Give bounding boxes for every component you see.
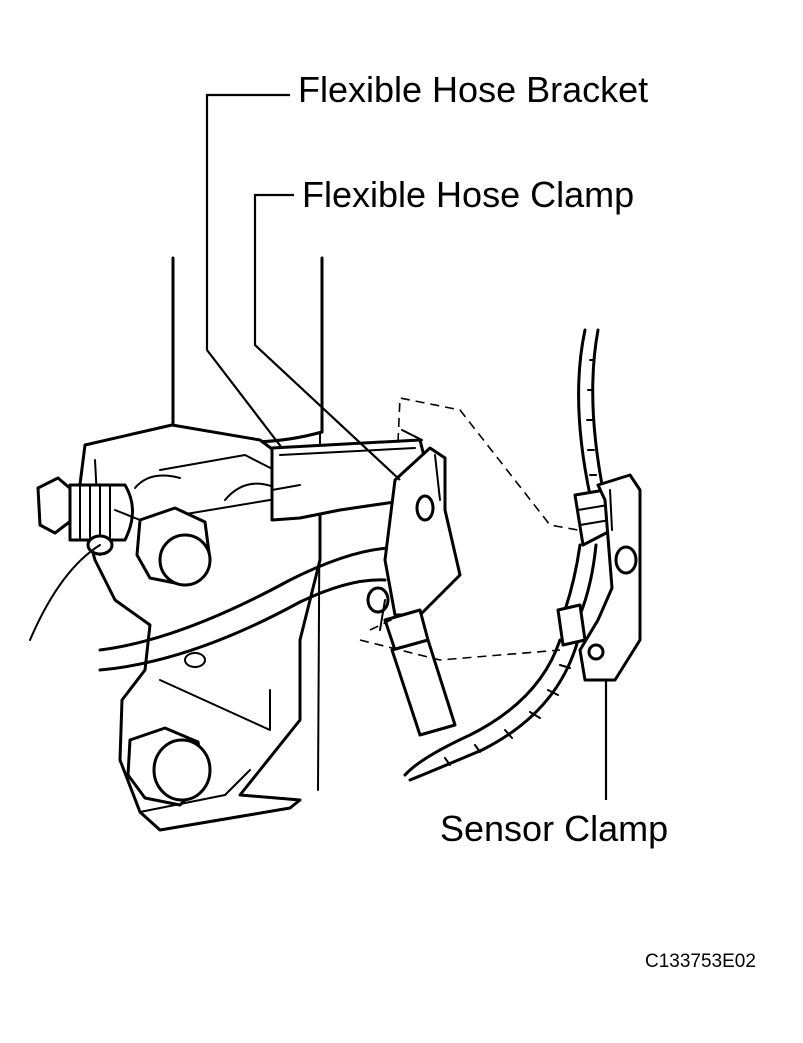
sensor-wire [403,328,606,782]
leader-lines [205,93,608,800]
sensor-grommets [556,488,614,647]
lower-bolt [126,726,212,807]
hose-fitting [379,599,457,737]
upper-bolt [114,506,212,587]
sensor-clamp-label: Sensor Clamp [440,808,669,849]
flexible-hose-clamp-label: Flexible Hose Clamp [302,174,635,215]
hidden-component-outline [359,397,579,661]
flexible-hose-clamp-part [366,446,462,617]
leader-flexible-hose-bracket [205,93,290,449]
leader-flexible-hose-clamp [253,193,401,481]
tie-rod-end [29,476,134,641]
flexible-hose-bracket-label: Flexible Hose Bracket [298,69,649,110]
flexible-hose-bracket-part [270,429,427,522]
sensor-clamp-part [578,473,642,682]
brake-hose [98,546,392,672]
figure-code: C133753E02 [645,951,756,972]
